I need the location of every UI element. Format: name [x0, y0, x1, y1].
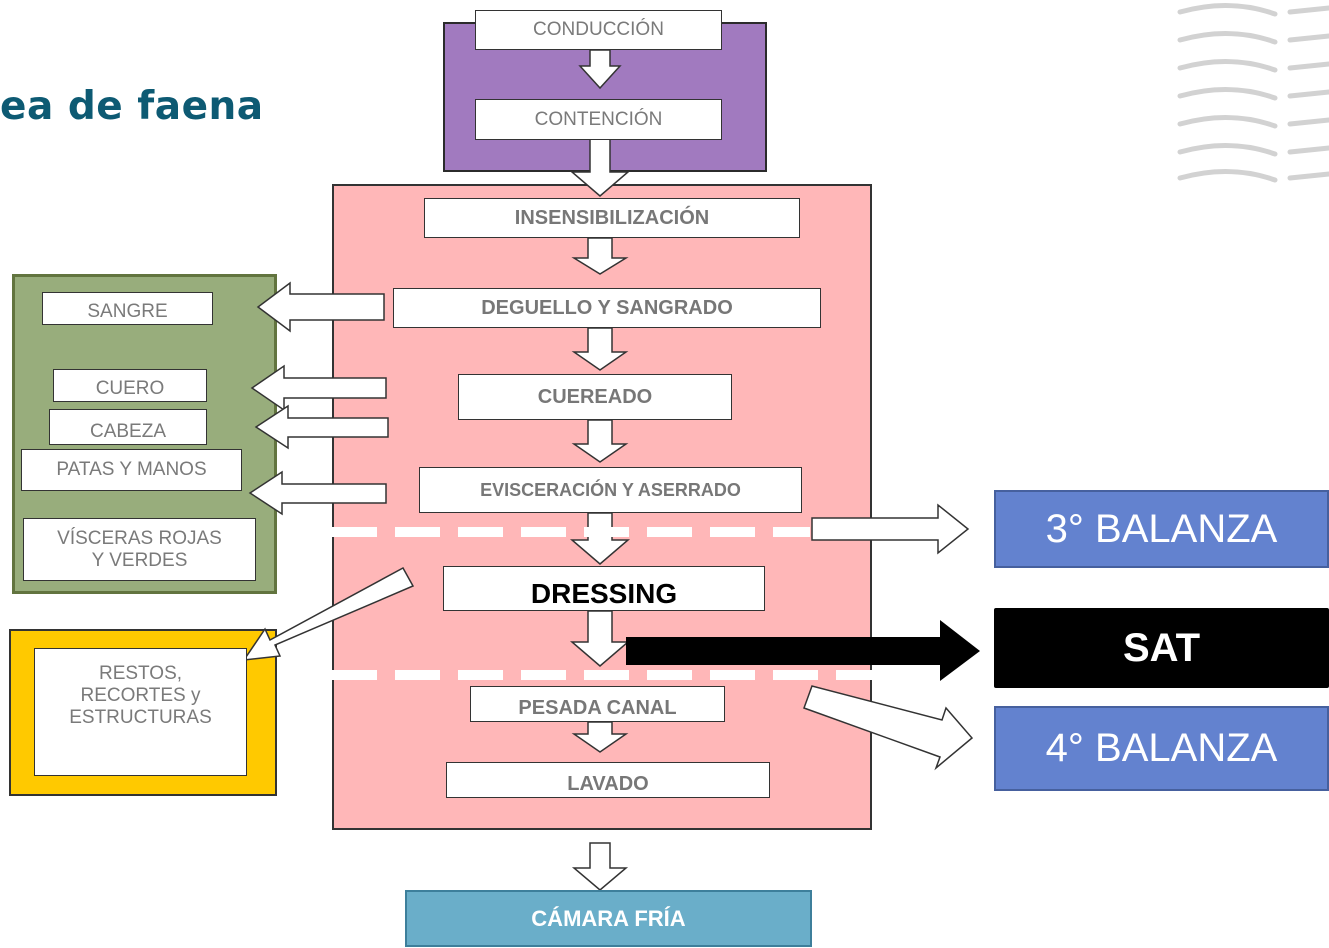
step-dressing: DRESSING: [443, 566, 765, 611]
step-contencion: CONTENCIÓN: [475, 99, 722, 140]
step-conduccion: CONDUCCIÓN: [475, 10, 722, 50]
byproduct-visceras: VÍSCERAS ROJAS Y VERDES: [23, 518, 256, 581]
byproduct-restos: RESTOS, RECORTES y ESTRUCTURAS: [34, 648, 247, 776]
byproduct-cuero: CUERO: [53, 369, 207, 402]
byproduct-cabeza: CABEZA: [49, 409, 207, 445]
step-insensibilizacion: INSENSIBILIZACIÓN: [424, 198, 800, 238]
byproduct-patas-manos: PATAS Y MANOS: [21, 449, 242, 491]
step-evisceracion: EVISCERACIÓN Y ASERRADO: [419, 467, 802, 513]
step-deguello: DEGUELLO Y SANGRADO: [393, 288, 821, 328]
page-title: ea de faena: [0, 84, 264, 129]
step-pesada-canal: PESADA CANAL: [470, 686, 725, 722]
balanza-3: 3° BALANZA: [994, 490, 1329, 568]
byproduct-sangre: SANGRE: [42, 292, 213, 325]
step-cuereado: CUEREADO: [458, 374, 732, 420]
sat-box: SAT: [994, 608, 1329, 688]
camara-fria: CÁMARA FRÍA: [405, 890, 812, 947]
balanza-4: 4° BALANZA: [994, 706, 1329, 791]
step-lavado: LAVADO: [446, 762, 770, 798]
